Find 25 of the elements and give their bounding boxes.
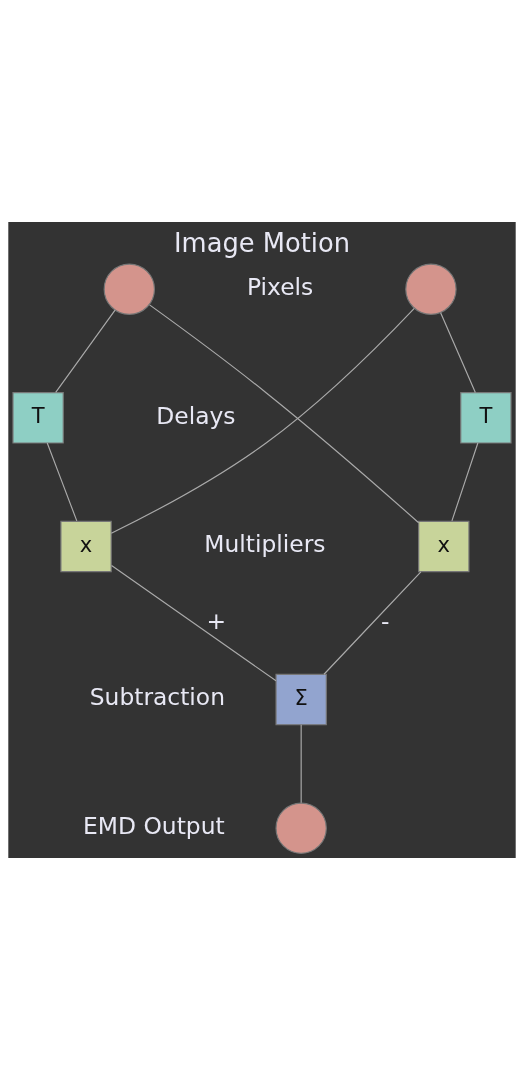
diagram-title: Image Motion	[174, 227, 350, 258]
label: Pixels	[247, 273, 314, 302]
node-box: Σ	[275, 673, 327, 726]
node-circle	[275, 802, 327, 854]
node-circle	[405, 263, 457, 315]
node-label: EMD Output	[83, 812, 225, 841]
label: Delays	[156, 401, 236, 430]
connector	[55, 309, 116, 393]
connector	[440, 312, 476, 394]
edge-label: +	[206, 606, 227, 635]
node-box: T	[460, 392, 512, 444]
connector	[111, 564, 277, 682]
connector	[110, 307, 415, 534]
connector	[149, 304, 420, 524]
node-circle	[103, 263, 156, 315]
connector	[300, 724, 302, 804]
node-box: x	[418, 520, 470, 573]
connector	[451, 442, 479, 522]
edge-label: -	[381, 606, 390, 635]
connector	[323, 571, 422, 675]
node-label: Subtraction	[89, 683, 225, 712]
connector	[46, 442, 78, 522]
node-box: x	[60, 520, 112, 573]
node-box: T	[12, 392, 64, 444]
label: Multipliers	[204, 530, 326, 559]
